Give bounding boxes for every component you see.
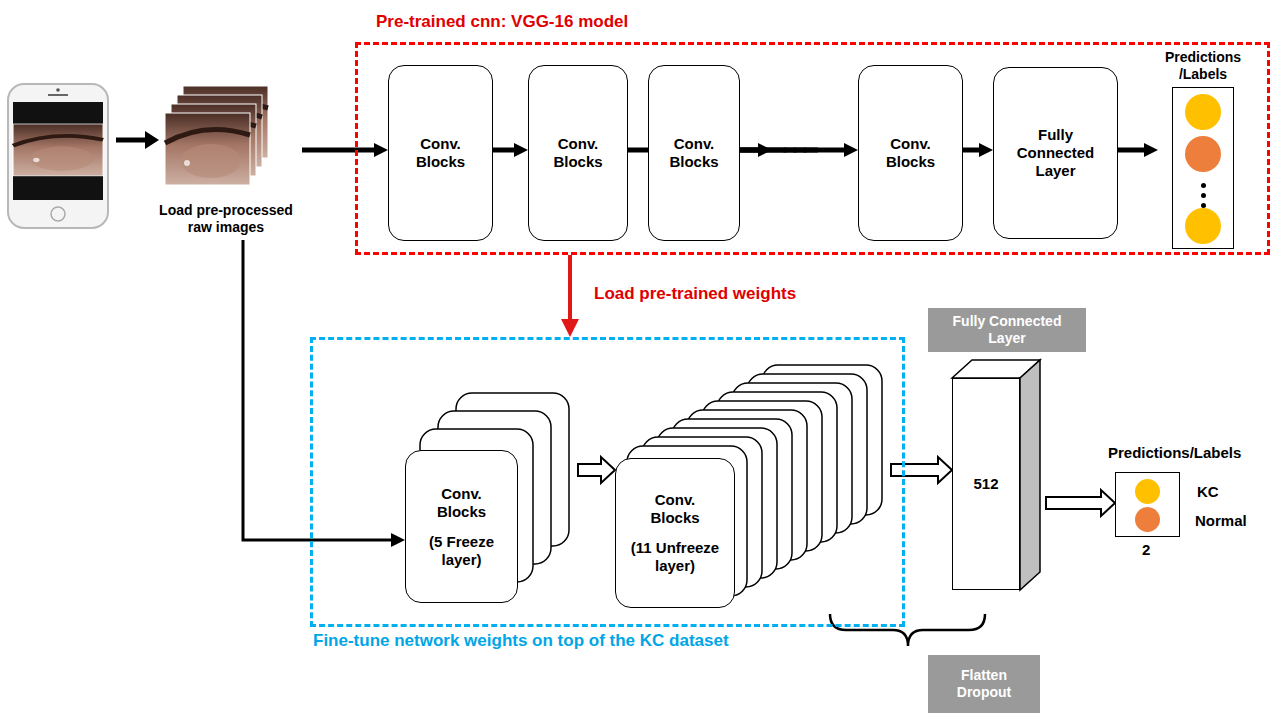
label-holder: KC bbox=[1197, 483, 1219, 501]
ellipsis-dot bbox=[1201, 203, 1206, 208]
connector bbox=[740, 148, 844, 153]
prediction-column bbox=[1172, 87, 1234, 249]
node-text: (11 Unfreeze layer) bbox=[623, 539, 728, 575]
prediction-box: Predictions /Labels bbox=[1158, 49, 1248, 253]
hollow-arrow bbox=[578, 457, 615, 483]
node-text: (5 Freeze layer) bbox=[422, 533, 502, 569]
node-text: Conv. Blocks bbox=[543, 135, 613, 171]
connector bbox=[963, 148, 979, 153]
hollow-arrow bbox=[1046, 490, 1115, 516]
conv-block: Conv. Blocks bbox=[858, 65, 963, 241]
node-text: Fully Connected Layer bbox=[1008, 126, 1103, 180]
node-text: Load pre-processed raw images bbox=[156, 202, 296, 236]
connector bbox=[1118, 148, 1144, 153]
class-label: 2 bbox=[1142, 541, 1150, 559]
label-circle bbox=[1135, 479, 1160, 504]
ellipsis-dot bbox=[1201, 193, 1206, 198]
connector bbox=[243, 240, 391, 540]
label-holder: 2 bbox=[1142, 541, 1150, 559]
neuron-column: 512 bbox=[952, 378, 1020, 590]
gray-tag: Fully Connected Layer bbox=[928, 308, 1086, 352]
region-title: Fine-tune network weights on top of the … bbox=[313, 631, 729, 651]
stack-block: Conv. Blocks (11 Unfreeze layer) bbox=[615, 458, 735, 608]
connector bbox=[493, 148, 514, 153]
node-text: Flatten Dropout bbox=[944, 667, 1024, 701]
conv-block: Conv. Blocks bbox=[648, 65, 740, 241]
image-stack-illustration bbox=[165, 86, 268, 185]
node-text: Conv. Blocks bbox=[406, 135, 476, 171]
bracket bbox=[830, 614, 985, 646]
connector bbox=[302, 148, 374, 153]
region-heading-holder: Pre-trained cnn: VGG-16 model bbox=[376, 12, 628, 32]
fc-layer: Fully Connected Layer bbox=[993, 67, 1118, 239]
node-text: Conv. Blocks bbox=[659, 135, 729, 171]
stack-block: Conv. Blocks (5 Freeze layer) bbox=[405, 450, 518, 603]
node-text: 512 bbox=[973, 475, 998, 493]
region-heading-holder: Fine-tune network weights on top of the … bbox=[313, 631, 729, 651]
node-text: Conv. Blocks bbox=[427, 485, 497, 521]
arrow-phone-to-images bbox=[116, 131, 159, 149]
class-label: KC bbox=[1197, 483, 1219, 501]
prediction-heading-holder: Predictions/Labels bbox=[1108, 444, 1241, 462]
gray-tag: Flatten Dropout bbox=[928, 655, 1040, 713]
region-title: Pre-trained cnn: VGG-16 model bbox=[376, 12, 628, 32]
conv-block: Conv. Blocks bbox=[388, 65, 493, 241]
label-circle bbox=[1185, 208, 1221, 244]
label-circle bbox=[1185, 94, 1221, 130]
finetune-region: Fine-tune network weights on top of the … bbox=[310, 337, 905, 627]
node-text: Conv. Blocks bbox=[876, 135, 946, 171]
node-text: Conv. Blocks bbox=[640, 491, 710, 527]
label-circle bbox=[1135, 507, 1160, 532]
class-label: Normal bbox=[1195, 512, 1247, 530]
conv-block: Conv. Blocks bbox=[528, 65, 628, 241]
node-text: Fully Connected Layer bbox=[937, 313, 1077, 347]
connector bbox=[568, 255, 572, 319]
image-stack: Load pre-processed raw images bbox=[150, 80, 302, 240]
prediction-heading: Predictions/Labels bbox=[1108, 444, 1241, 462]
edge-label: Load pre-trained weights bbox=[594, 284, 796, 304]
phone-illustration bbox=[8, 84, 108, 228]
edge-label-holder: Load pre-trained weights bbox=[592, 284, 798, 304]
hollow-arrow bbox=[891, 457, 952, 483]
prediction-box: Predictions/Labels bbox=[1115, 472, 1180, 537]
column-3d-faces bbox=[952, 360, 1040, 590]
label-holder: Normal bbox=[1195, 512, 1247, 530]
ellipsis-dot bbox=[1201, 183, 1206, 188]
label-circle bbox=[1185, 136, 1221, 172]
pretrained-model-region: Pre-trained cnn: VGG-16 modelConv. Block… bbox=[355, 42, 1270, 255]
prediction-heading: Predictions /Labels bbox=[1158, 49, 1248, 83]
